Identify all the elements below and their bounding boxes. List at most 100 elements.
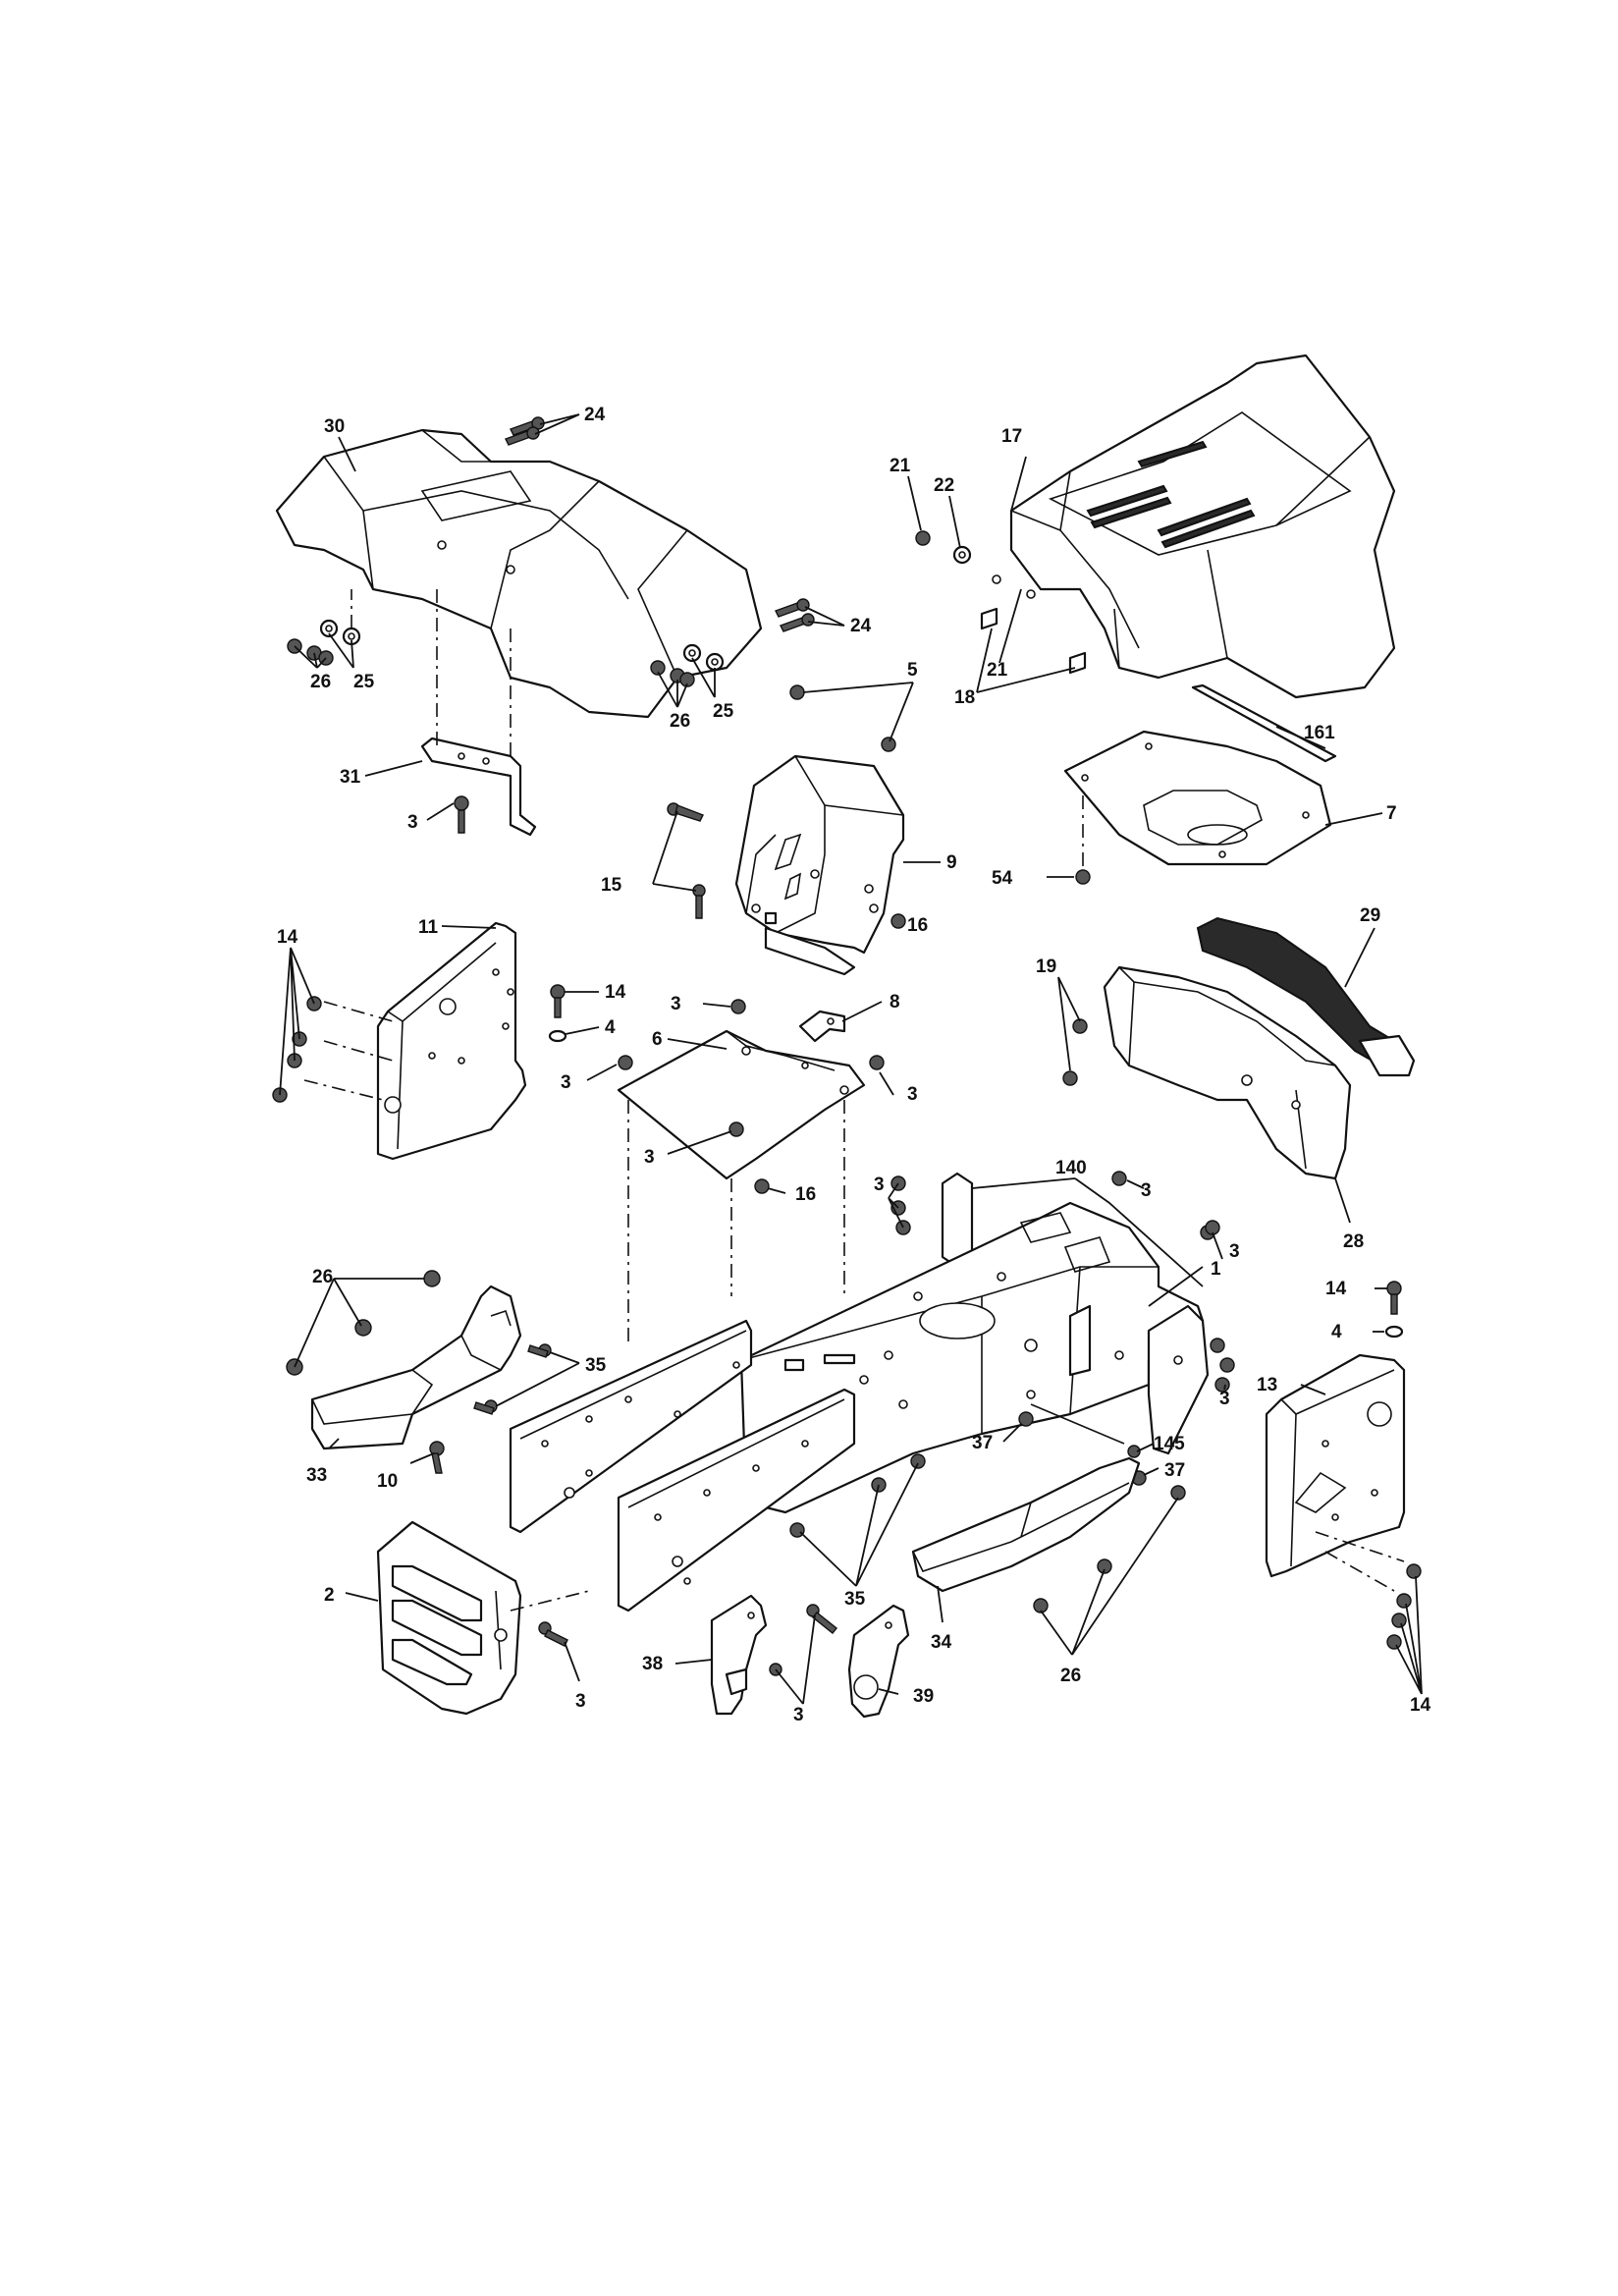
callout-3: 3: [561, 1072, 571, 1093]
part-38-bracket: [710, 1594, 768, 1716]
part-11-side-panel-left: [303, 921, 527, 1161]
callout-25: 25: [713, 701, 734, 722]
callout-33: 33: [306, 1465, 327, 1486]
callout-14: 14: [277, 927, 298, 948]
part-2-bracket: [376, 1520, 590, 1716]
callout-30: 30: [324, 416, 345, 437]
frame-rail-right: [617, 1388, 856, 1613]
part-161-strip: [1191, 683, 1337, 763]
bolts-3-38: [769, 1604, 837, 1676]
bolts-14-right: [1386, 1563, 1422, 1650]
callout-34: 34: [931, 1632, 952, 1653]
callout-3: 3: [793, 1705, 804, 1725]
callout-labels: 30 24 24 26 25 26 25 31 3 21 22 17 21 18…: [277, 405, 1431, 1725]
frame-rail-left: [509, 1319, 753, 1534]
bolts-19: [1062, 1018, 1088, 1086]
callout-16: 16: [795, 1184, 816, 1205]
bolt-3-part2: [538, 1621, 568, 1647]
callout-24: 24: [850, 616, 872, 636]
bolt-24-upper: [505, 416, 545, 446]
callout-13: 13: [1257, 1375, 1277, 1395]
callout-10: 10: [377, 1471, 398, 1492]
bolt-14-washer-4-right: [1384, 1281, 1404, 1339]
callout-7: 7: [1386, 803, 1397, 824]
hardware-5-nuts: [789, 684, 896, 752]
callout-16: 16: [907, 915, 928, 936]
callout-21: 21: [987, 660, 1008, 681]
bolt-37-145: [1018, 1403, 1147, 1486]
frame-front-plate: [1147, 1304, 1210, 1455]
nuts-26-right: [1033, 1485, 1186, 1613]
part-8-clip: [798, 1010, 846, 1043]
callout-3: 3: [1141, 1180, 1152, 1201]
hardware-25-26-left: [287, 589, 361, 666]
callout-24: 24: [584, 405, 606, 425]
hardware-21-22: [915, 530, 972, 565]
part-7-shield: [1063, 730, 1332, 866]
callout-26: 26: [312, 1267, 333, 1287]
callout-3: 3: [874, 1175, 885, 1195]
callout-2: 2: [324, 1585, 335, 1606]
callout-37: 37: [1164, 1460, 1185, 1481]
bolt-24-lower: [775, 598, 815, 632]
callout-28: 28: [1343, 1231, 1364, 1252]
bolt-54: [1075, 795, 1091, 885]
part-13-side-panel-right: [1265, 1353, 1406, 1592]
callout-37: 37: [972, 1433, 993, 1453]
callout-35: 35: [585, 1355, 607, 1376]
callout-140: 140: [1055, 1158, 1087, 1178]
callout-29: 29: [1360, 905, 1380, 926]
callout-1: 1: [1211, 1259, 1221, 1280]
part-17-hood: [980, 354, 1396, 699]
bolt-3-31: [454, 795, 469, 834]
part-6-plate: [617, 1029, 866, 1345]
callout-39: 39: [913, 1686, 934, 1707]
part-9-dash-panel: [734, 754, 905, 976]
callout-9: 9: [946, 852, 957, 873]
callout-3: 3: [1219, 1389, 1230, 1409]
callout-145: 145: [1154, 1434, 1185, 1454]
callout-4: 4: [1331, 1322, 1342, 1342]
part-29-grille: [1196, 916, 1416, 1077]
part-28-bezel: [1103, 965, 1352, 1180]
callout-17: 17: [1001, 426, 1022, 447]
bolts-3-front: [1205, 1220, 1235, 1393]
callout-26: 26: [1060, 1666, 1081, 1686]
callout-54: 54: [992, 868, 1013, 889]
callout-3: 3: [407, 812, 418, 833]
callout-3: 3: [575, 1691, 586, 1712]
callout-3: 3: [1229, 1241, 1240, 1262]
part-34-footrest-right: [911, 1456, 1141, 1593]
callout-19: 19: [1036, 957, 1056, 977]
callout-35: 35: [844, 1589, 866, 1610]
part-33-footrest-left: [310, 1285, 522, 1450]
callout-3: 3: [644, 1147, 655, 1168]
callout-11: 11: [418, 917, 439, 938]
leader-lines: [279, 413, 1423, 1705]
callout-26: 26: [310, 672, 331, 692]
bolt-14-washer-4-upper: [548, 984, 567, 1043]
bolts-15: [667, 802, 706, 919]
callout-14: 14: [605, 982, 626, 1003]
callout-161: 161: [1304, 723, 1335, 743]
callout-14: 14: [1325, 1279, 1347, 1299]
nut-16-upper: [890, 913, 906, 929]
callout-26: 26: [670, 711, 690, 732]
callout-8: 8: [890, 992, 900, 1012]
callout-5: 5: [907, 660, 918, 681]
part-39-bracket: [847, 1604, 910, 1719]
callout-3: 3: [907, 1084, 918, 1105]
callout-6: 6: [652, 1029, 663, 1050]
callout-15: 15: [601, 875, 622, 896]
callout-4: 4: [605, 1017, 616, 1038]
callout-21: 21: [890, 456, 911, 476]
callout-38: 38: [642, 1654, 663, 1674]
callout-14: 14: [1410, 1695, 1431, 1716]
hardware-25-26-right: [650, 643, 725, 687]
callout-31: 31: [340, 767, 361, 788]
part-30-rear-fender: [275, 428, 763, 719]
callout-25: 25: [353, 672, 375, 692]
callout-18: 18: [954, 687, 975, 708]
part-31-bracket: [420, 589, 537, 837]
